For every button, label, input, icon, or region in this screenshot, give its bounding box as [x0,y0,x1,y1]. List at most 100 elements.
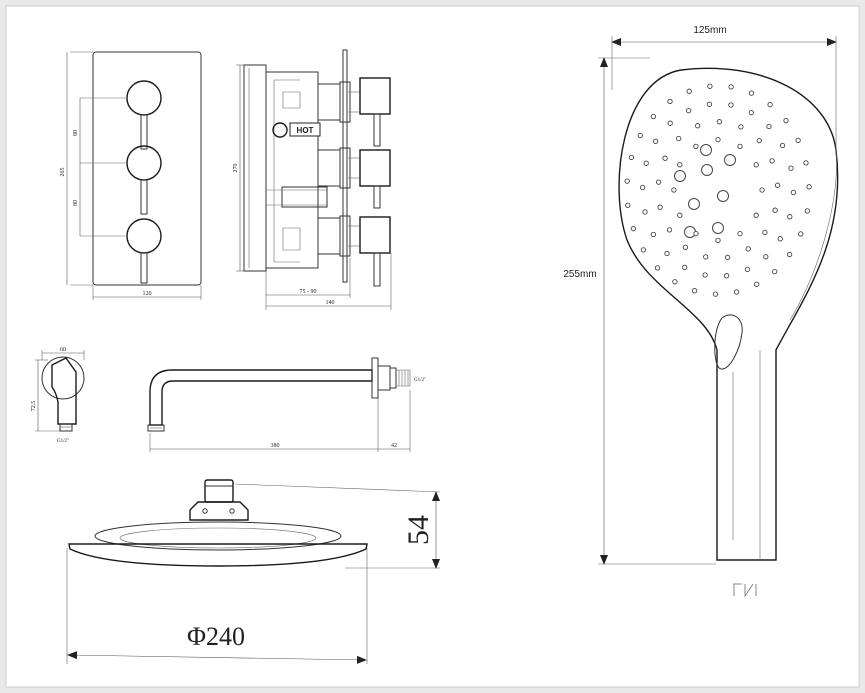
small-nozzle [664,250,670,257]
side-lever-1 [359,77,391,147]
small-nozzle [657,204,663,210]
brand-logo-mark [733,583,757,598]
small-nozzle [786,251,793,258]
arm-flange-label: 42 [391,443,397,449]
handset-width-label: 125mm [693,25,726,36]
small-nozzle [769,158,775,164]
small-nozzle [624,178,630,184]
small-nozzle [783,117,789,124]
paper [5,5,860,688]
small-nozzle [625,202,631,208]
valve-side-view: HOT 270 75 - 90 140 [233,49,392,310]
hand-shower: 125mm 255mm [563,25,839,598]
small-nozzle [748,109,754,116]
small-nozzle [767,101,773,108]
elbow-height-label: 72.5 [31,401,37,412]
hot-port [272,122,288,138]
small-nozzle [693,143,699,150]
small-nozzle [772,207,778,213]
small-nozzle [772,268,778,275]
small-nozzle [630,225,637,232]
large-nozzle [688,198,700,210]
small-nozzle [803,160,809,166]
side-lever-3 [359,216,391,287]
small-nozzle [723,273,730,279]
shower-arm: G1/2" 380 42 [147,357,426,452]
small-nozzle [753,162,759,168]
small-nozzle [804,208,810,214]
small-nozzle [637,132,643,139]
small-nozzle [671,187,677,193]
small-nozzle [798,231,804,237]
front-width-label: 120 [143,291,152,297]
large-nozzle [700,144,712,156]
small-nozzle [790,189,797,196]
front-spacing-top-label: 80 [73,130,79,136]
small-nozzle [642,209,648,215]
small-nozzle [733,289,740,295]
small-nozzle [716,119,723,125]
small-nozzle [762,229,768,236]
large-nozzle [684,226,696,238]
small-nozzle [667,98,673,105]
small-nozzle [712,291,719,297]
small-nozzle [738,124,744,130]
side-total-depth-label: 140 [326,300,335,306]
arm-thread-label: G1/2" [414,378,426,383]
small-nozzle [777,236,783,242]
small-nozzle [677,162,683,168]
small-nozzle [650,113,657,120]
small-nozzle [728,84,734,90]
small-nozzle [774,182,781,188]
small-nozzle [745,246,751,252]
small-nozzle [662,155,668,161]
small-nozzle [702,272,708,278]
small-nozzle [653,138,659,144]
small-nozzle [691,288,698,294]
small-nozzle [676,135,682,142]
small-nozzle [788,165,794,171]
small-nozzle [795,137,801,144]
small-nozzle [666,227,673,233]
small-nozzle [686,88,692,94]
small-nozzle [639,184,646,191]
small-nozzle [672,279,678,285]
valve-front-view: 265 80 80 120 [60,51,202,300]
front-height-label: 265 [60,168,66,177]
large-nozzle [712,222,724,234]
small-nozzle [707,83,713,89]
large-nozzle [701,164,713,176]
small-nozzle [728,102,734,108]
small-nozzle [737,143,743,150]
small-nozzle [724,254,731,261]
small-nozzle [695,123,701,129]
elbow-thread-label: G1/2" [57,439,69,444]
side-depth-range-label: 75 - 90 [300,289,317,295]
head-diameter-label: Φ240 [187,622,245,651]
small-nozzle [748,90,755,96]
valve-faceplate [92,51,202,286]
small-nozzle [787,214,793,220]
rain-shower-head: 54 Φ240 [66,479,441,664]
large-nozzle [724,154,736,166]
small-nozzle [628,154,635,161]
small-nozzle [650,231,657,238]
small-nozzle [685,107,692,114]
small-nozzle [715,136,721,143]
small-nozzle [737,230,743,237]
small-nozzle [779,142,786,149]
small-nozzle [753,212,759,218]
small-nozzle [754,281,760,287]
side-height-label: 270 [233,164,239,173]
small-nozzle [715,237,721,244]
handset-button [714,314,743,370]
large-nozzle [674,170,686,182]
small-nozzle [682,264,688,271]
wall-elbow: 60 72.5 G1/2" [31,347,85,444]
small-nozzle [643,160,649,166]
small-nozzle [763,254,769,260]
head-height-label: 54 [402,515,435,545]
small-nozzle [677,212,683,218]
small-nozzle [655,179,662,185]
